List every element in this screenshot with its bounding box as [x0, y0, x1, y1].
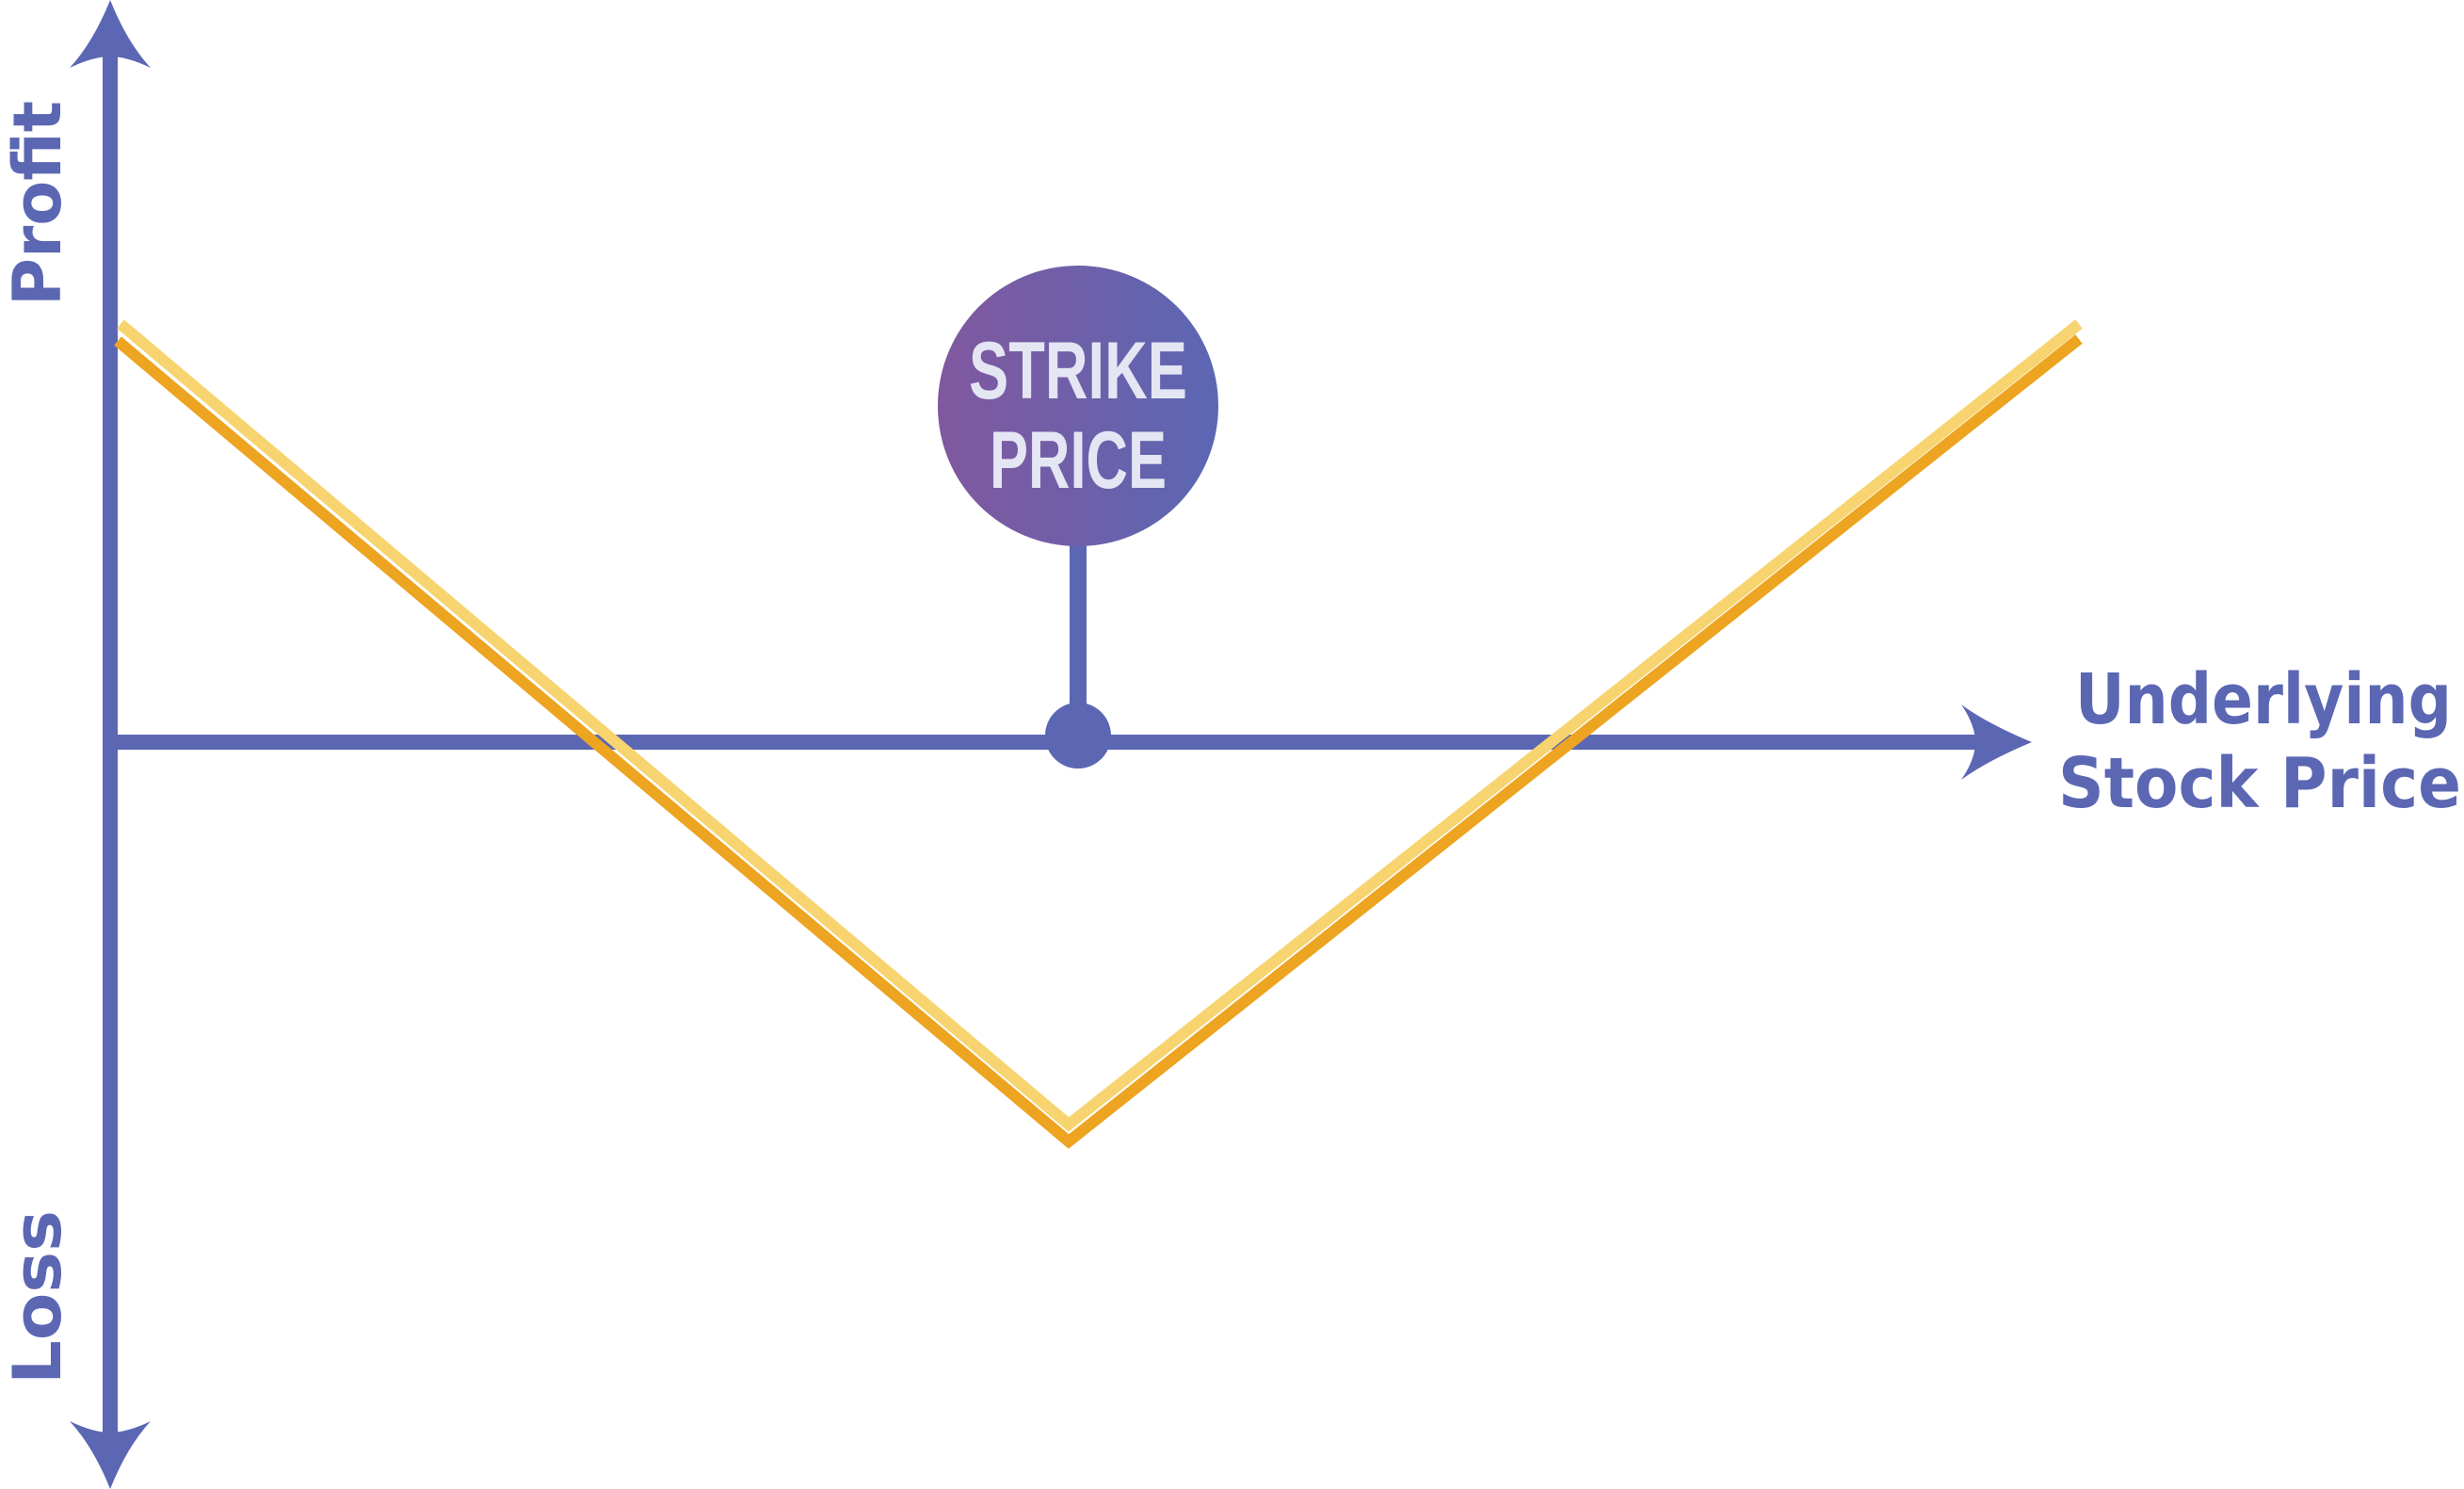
- strike-label-line2: PRICE: [990, 415, 1167, 506]
- x-axis-right-arrow-icon: [1961, 704, 2032, 780]
- y-axis-up-arrow-icon: [70, 0, 151, 68]
- strike-price-badge: [938, 266, 1218, 546]
- x-axis-label-line2: Stock Price: [2058, 743, 2461, 824]
- strike-point: [1045, 703, 1111, 769]
- y-axis-profit-label: Profit: [0, 101, 76, 306]
- payoff-line-dark: [114, 334, 2083, 1149]
- y-axis-down-arrow-icon: [70, 1421, 151, 1489]
- y-axis-loss-label: Loss: [0, 1210, 76, 1384]
- x-axis-label-line1: Underlying: [2075, 659, 2452, 740]
- payoff-line-light: [117, 319, 2083, 1132]
- strike-label-line1: STRIKE: [969, 326, 1187, 416]
